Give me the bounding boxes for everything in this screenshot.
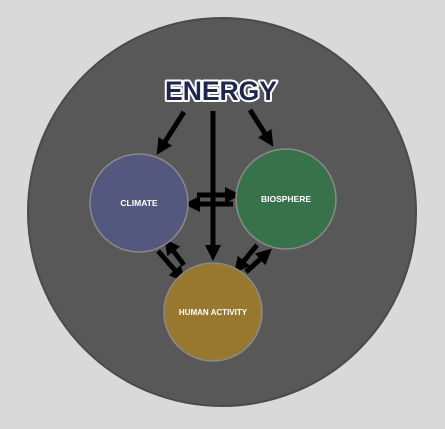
node-biosphere-label: BIOSPHERE (261, 194, 311, 204)
node-climate: CLIMATE (89, 153, 189, 253)
arrow-human-to-biosphere (244, 248, 272, 274)
node-climate-label: CLIMATE (120, 198, 157, 208)
node-human-circle (163, 262, 263, 362)
arrow-biosphere-to-human (233, 243, 259, 274)
arrow-energy-to-climate (156, 110, 187, 155)
energy-title: ENERGY ENERGY (163, 74, 279, 108)
node-human-activity: HUMAN ACTIVITY (163, 262, 263, 362)
node-human-label: HUMAN ACTIVITY (179, 308, 248, 317)
node-biosphere-circle (235, 148, 337, 250)
arrow-climate-to-human (156, 249, 186, 283)
arrow-energy-to-biosphere (247, 108, 274, 147)
node-biosphere: BIOSPHERE (235, 148, 337, 250)
edge-group (156, 108, 274, 283)
energy-title-glow: ENERGY (165, 76, 277, 106)
arrow-human-to-climate (164, 238, 186, 267)
outer-circle (27, 17, 417, 407)
node-climate-circle (89, 153, 189, 253)
energy-title-text: ENERGY (165, 76, 277, 106)
